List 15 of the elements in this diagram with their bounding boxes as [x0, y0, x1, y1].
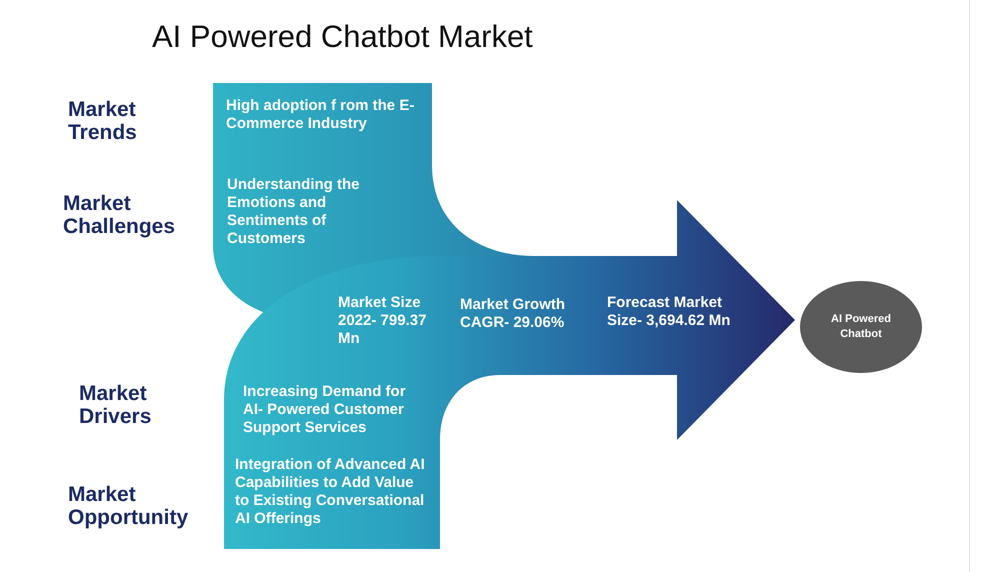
node-text: Forecast Market Size- 3,694.62 Mn [607, 294, 732, 330]
node-text: Market Growth CAGR- 29.06% [460, 296, 566, 332]
ribbon-arrow [213, 83, 795, 549]
category-label: Market Challenges [63, 192, 176, 238]
node-text: Understanding the Emotions and Sentiments of Customers [227, 176, 361, 248]
category-label: Market Drivers [79, 382, 152, 428]
node-text: AI Powered Chatbot [830, 312, 892, 342]
category-label: Market Trends [68, 98, 138, 144]
title: AI Powered Chatbot Market [152, 19, 533, 55]
category-label: Market Opportunity [68, 483, 190, 529]
node-text: High adoption f rom the E- Commerce Industry [226, 97, 416, 133]
ellipse [800, 281, 922, 373]
node-text: Integration of Advanced AI Capabilities to Add Value to Existing Conversational AI Offerings [235, 456, 426, 528]
node-text: Market Size 2022- 799.37 Mn [338, 294, 428, 348]
node-text: Increasing Demand for AI- Powered Customer Support Services [243, 383, 407, 437]
